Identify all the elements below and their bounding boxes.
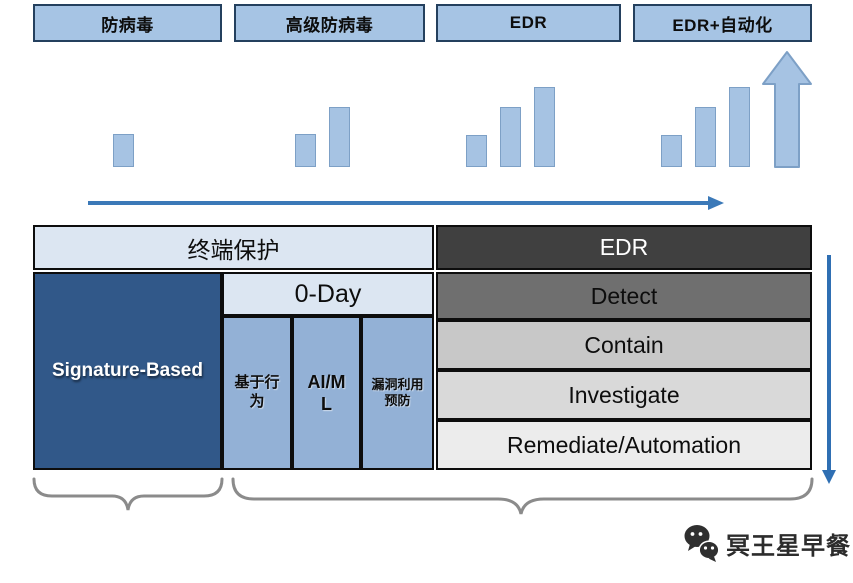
edr-row-contain: Contain <box>436 320 812 370</box>
maturity-bar <box>729 87 750 167</box>
brace-edr-group <box>231 477 814 515</box>
zero-day-col-behavior-based: 基于行 为 <box>222 316 292 470</box>
edr-row-detect: Detect <box>436 272 812 320</box>
edr-band-header: EDR <box>436 225 812 270</box>
maturity-bar <box>329 107 350 167</box>
endpoint-protection-header: 终端保护 <box>33 225 434 270</box>
brace-signature-group <box>32 477 224 511</box>
edr-row-investigate: Investigate <box>436 370 812 420</box>
stage-header-edr-automation: EDR+自动化 <box>633 4 812 42</box>
wechat-icon <box>684 525 720 562</box>
watermark-text: 冥王星早餐 <box>726 532 851 560</box>
timeline-arrow-head <box>708 196 724 210</box>
maturity-bar <box>295 134 316 167</box>
stage-header-edr: EDR <box>436 4 621 42</box>
zero-day-col-exploit-prevention: 漏洞利用 预防 <box>361 316 434 470</box>
zero-day-header: 0-Day <box>222 272 434 316</box>
stage-header-advanced-antivirus: 高级防病毒 <box>234 4 425 42</box>
maturity-bars-edr <box>466 87 555 167</box>
stage-header-antivirus: 防病毒 <box>33 4 222 42</box>
growth-up-arrow <box>762 51 812 168</box>
maturity-bar <box>695 107 716 167</box>
maturity-bars-antivirus <box>113 87 134 167</box>
maturity-bar <box>113 134 134 167</box>
maturity-bars-edr-automation <box>661 87 750 167</box>
process-down-arrow-head <box>822 470 836 484</box>
signature-based-cell: Signature-Based <box>33 272 222 470</box>
watermark: 冥王星早餐 <box>684 522 851 564</box>
edr-row-remediate-automation: Remediate/Automation <box>436 420 812 470</box>
maturity-bar <box>661 135 682 167</box>
maturity-bar <box>466 135 487 167</box>
maturity-bar <box>500 107 521 167</box>
zero-day-col-ai-ml: AI/M L <box>292 316 361 470</box>
maturity-bars-advanced-antivirus <box>295 87 350 167</box>
maturity-bar <box>534 87 555 167</box>
